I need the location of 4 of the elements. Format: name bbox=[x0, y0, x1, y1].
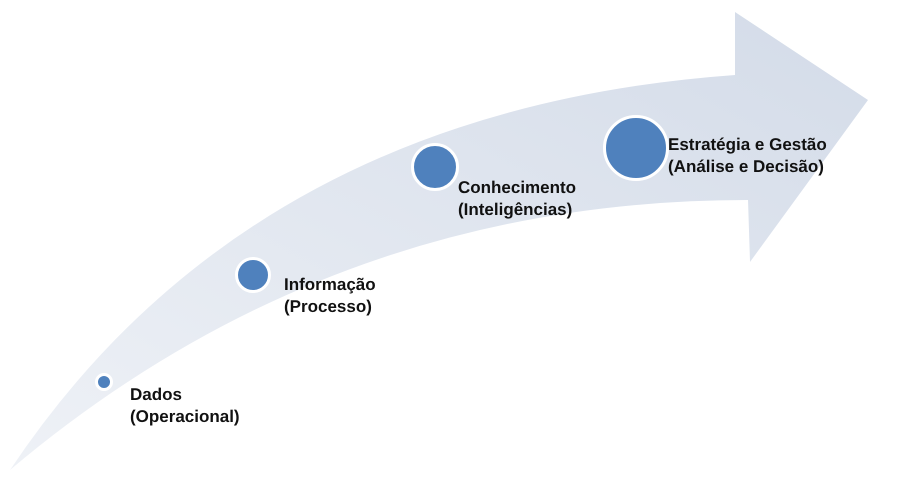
stage-label: Informação (Processo) bbox=[284, 274, 377, 318]
stage-label: Dados (Operacional) bbox=[130, 384, 241, 428]
stage-label: Conhecimento (Inteligências) bbox=[458, 177, 578, 221]
stage-label: Estratégia e Gestão (Análise e Decisão) bbox=[668, 134, 828, 178]
